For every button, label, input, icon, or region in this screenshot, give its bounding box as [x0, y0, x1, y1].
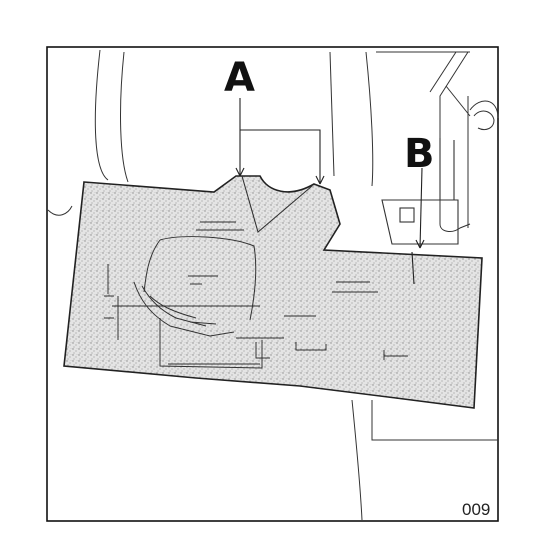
measurement-marker: [104, 295, 114, 319]
callout-label-b: B: [404, 131, 435, 177]
leader-b: [411, 167, 425, 285]
callout-label-a: A: [224, 55, 255, 101]
figure-number: 009: [462, 500, 491, 519]
presser-plate: [63, 175, 483, 409]
machine-outline: [47, 49, 499, 521]
blurred-labels: [107, 221, 378, 365]
leader-a: [235, 98, 325, 185]
foot-detail: [112, 236, 408, 369]
v-cutout: [241, 175, 313, 233]
figure-frame: [46, 46, 499, 522]
foot-holder: [381, 138, 459, 245]
